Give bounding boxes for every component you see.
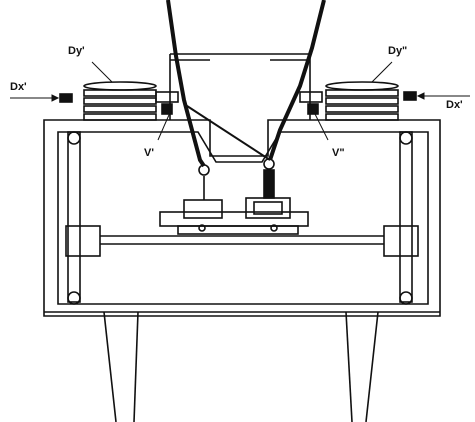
right-arm <box>268 0 326 161</box>
crossbar-assembly <box>65 225 419 257</box>
label-v-left: V' <box>144 147 154 159</box>
left-leg <box>103 311 117 422</box>
arms <box>166 0 326 168</box>
right-dx-sensor <box>403 91 417 101</box>
carriage-right-inner <box>253 201 283 215</box>
carriage-left-block <box>183 199 223 219</box>
left-rail-bottom-roller <box>67 291 81 305</box>
v-left-leader <box>157 107 173 141</box>
right-disc-2 <box>325 89 399 97</box>
left-dx-sensor <box>59 93 73 103</box>
v-right-leader <box>311 107 329 141</box>
legs <box>103 311 379 422</box>
right-disc-3 <box>325 97 399 105</box>
left-disc-stack <box>59 81 179 121</box>
left-v-block <box>155 91 179 103</box>
dy-right-leader <box>371 61 393 83</box>
left-disc-3 <box>83 97 157 105</box>
left-disc-4 <box>83 105 157 113</box>
label-dy-right: Dy" <box>388 45 407 57</box>
right-disc-stack <box>299 81 417 121</box>
cabinet-frame <box>43 119 441 317</box>
cabinet-inner <box>57 131 429 305</box>
right-disc-5 <box>325 113 399 121</box>
left-probe-joint <box>198 164 210 176</box>
right-disc-4 <box>325 105 399 113</box>
right-rail <box>399 131 413 303</box>
right-leg-outer <box>365 311 379 422</box>
carriage-right-block <box>245 197 291 219</box>
label-dx-left: Dx' <box>10 81 27 93</box>
label-v-right: V" <box>332 147 345 159</box>
vertical-rails <box>67 131 413 305</box>
carriage-wheel-right <box>270 224 278 232</box>
right-disc-1 <box>325 81 399 91</box>
dx-right-arrowhead <box>416 92 425 100</box>
left-disc-2 <box>83 89 157 97</box>
right-probe-post <box>263 169 275 199</box>
carriage-wheel-left <box>198 224 206 232</box>
right-leg <box>345 311 353 422</box>
left-crossbar-block <box>65 225 101 257</box>
left-rail <box>67 131 81 303</box>
label-dy-left: Dy' <box>68 45 85 57</box>
cabinet-outline <box>43 119 441 317</box>
left-disc-1 <box>83 81 157 91</box>
left-arm-link <box>183 103 271 161</box>
carriage-base <box>159 211 309 227</box>
left-disc-5 <box>83 113 157 121</box>
carriage <box>159 158 309 235</box>
right-rail-bottom-roller <box>399 291 413 305</box>
left-leg-inner <box>133 311 139 422</box>
left-arm <box>166 0 206 168</box>
right-rail-top-roller <box>399 131 413 145</box>
dy-left-leader <box>91 61 113 83</box>
dx-left-arrowhead <box>51 94 60 102</box>
left-rail-top-roller <box>67 131 81 145</box>
right-crossbar-block <box>383 225 419 257</box>
carriage-runner <box>177 225 299 235</box>
leader-lines <box>10 61 470 141</box>
label-dx-right: Dx' <box>446 99 463 111</box>
right-v-block <box>299 91 323 103</box>
